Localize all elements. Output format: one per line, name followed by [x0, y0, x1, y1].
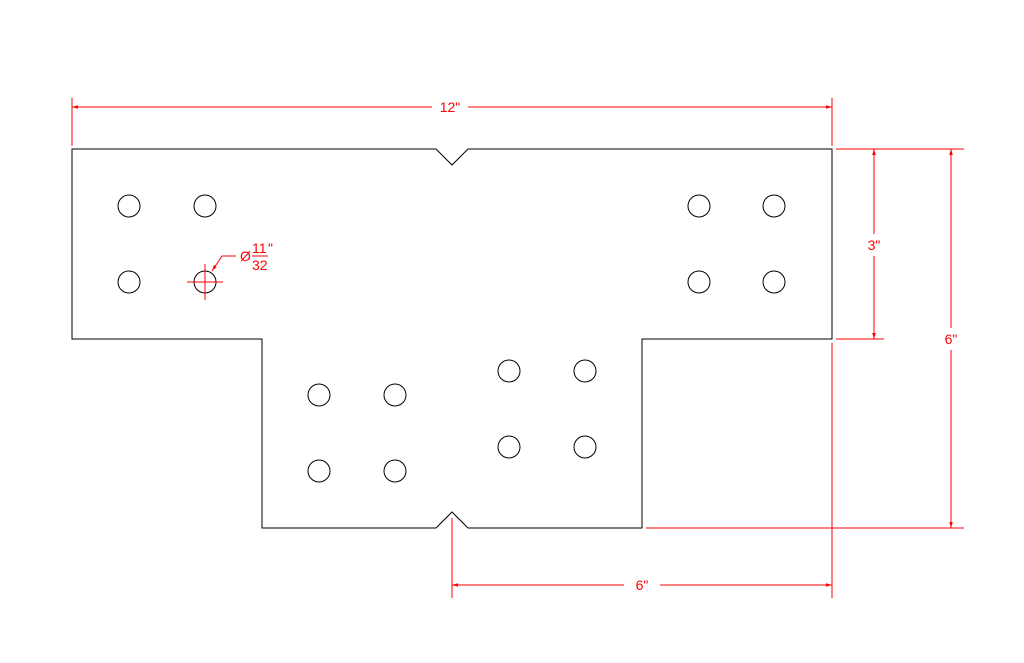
bolt-hole	[573, 359, 597, 383]
bolt-hole	[383, 459, 407, 483]
bolt-hole	[687, 194, 711, 218]
hole-diameter-symbol: Ø	[240, 248, 251, 264]
hole-diameter-denominator: 32	[252, 257, 268, 273]
bolt-hole	[307, 459, 331, 483]
hole-diameter-unit: "	[268, 240, 273, 256]
total-height-label: 6"	[945, 331, 958, 347]
bolt-hole	[383, 383, 407, 407]
bolt-hole	[117, 270, 141, 294]
bolt-hole	[117, 194, 141, 218]
hole-leader	[211, 255, 236, 272]
upper-height-label: 3"	[868, 237, 881, 253]
bolt-hole	[497, 435, 521, 459]
bolt-hole	[497, 359, 521, 383]
bolt-hole	[573, 435, 597, 459]
notch-offset-label: 6"	[636, 577, 649, 593]
bolt-hole	[687, 270, 711, 294]
overall-width-label: 12"	[440, 99, 461, 115]
bolt-hole	[307, 383, 331, 407]
hole-callout: Ø 11 " 32	[240, 240, 273, 273]
plate-outline	[71, 148, 833, 529]
bolt-hole	[762, 194, 786, 218]
hole-diameter-numerator: 11	[252, 240, 267, 256]
bolt-hole	[193, 194, 217, 218]
bolt-hole	[762, 270, 786, 294]
